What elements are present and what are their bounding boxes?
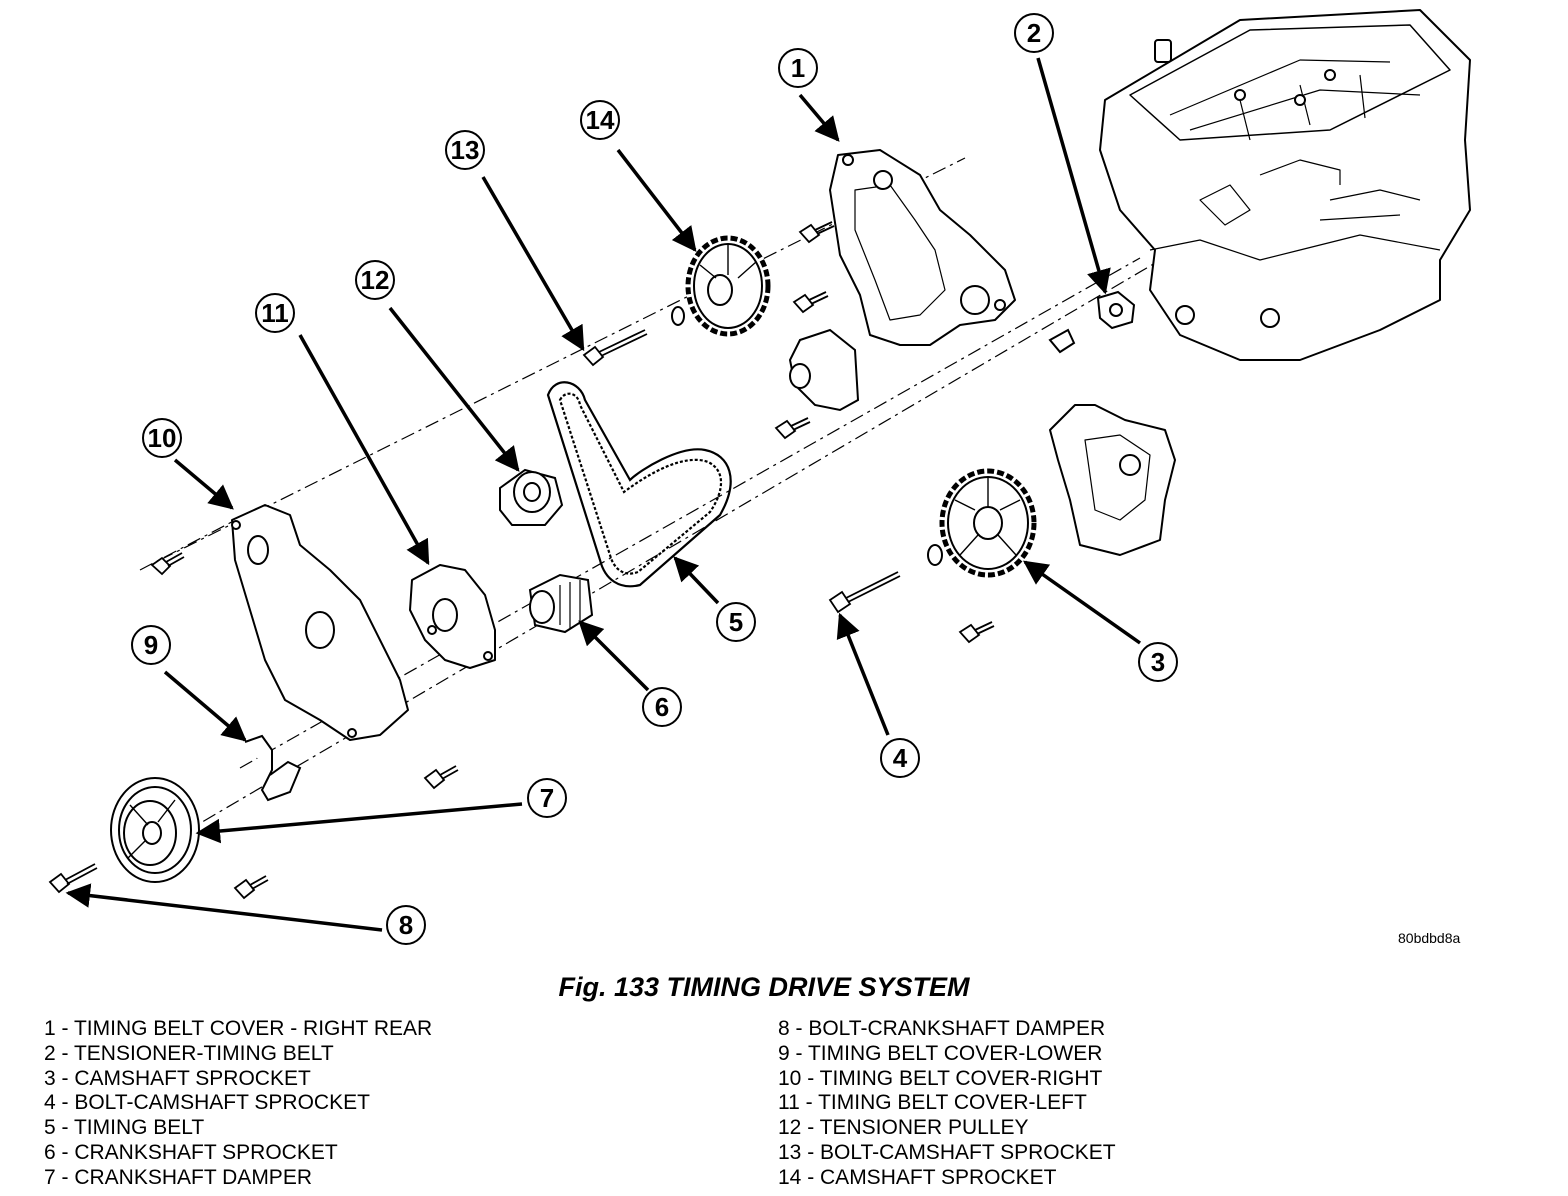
callout-12: 12 [355,260,395,300]
callout-3: 3 [1138,642,1178,682]
callout-5-label: 5 [729,607,743,637]
bolt-crankshaft-damper [48,863,98,894]
bolt-damper-cover [233,875,269,900]
callout-10-label: 10 [148,423,177,453]
timing-belt-cover-lower [244,734,302,802]
tensioner-pulley [499,468,564,526]
legend-right-column: 8 - BOLT-CRANKSHAFT DAMPER 9 - TIMING BE… [778,1017,1116,1191]
crankshaft-damper [110,777,200,883]
callout-9-label: 9 [144,630,158,660]
legend-item: 9 - TIMING BELT COVER-LOWER [778,1041,1103,1065]
callout-4-label: 4 [893,743,908,773]
callout-14: 14 [580,100,620,140]
alignment-axes [139,157,1221,836]
callout-1: 1 [778,48,818,88]
callout-7: 7 [527,778,567,818]
legend-item: 6 - CRANKSHAFT SPROCKET [44,1140,338,1164]
legend-item: 2 - TENSIONER-TIMING BELT [44,1041,334,1065]
timing-belt-cover-right-rear [829,149,1016,346]
timing-drive-exploded-diagram: 1 2 3 4 5 6 7 8 [48,9,1471,945]
legend-item: 4 - BOLT-CAMSHAFT SPROCKET [44,1091,370,1115]
pump-housing [788,328,860,412]
legend-item: 1 - TIMING BELT COVER - RIGHT REAR [44,1017,433,1040]
callout-12-label: 12 [361,265,390,295]
timing-belt-tensioner [1048,290,1136,354]
bolt-cover-rear-3 [774,417,811,440]
callout-9: 9 [131,625,171,665]
callouts: 1 2 3 4 5 6 7 8 [131,13,1178,945]
legend-left-column: 1 - TIMING BELT COVER - RIGHT REAR 2 - T… [44,1017,432,1191]
timing-belt [546,381,732,588]
callout-13-label: 13 [451,135,480,165]
legend-item: 12 - TENSIONER PULLEY [778,1116,1029,1140]
figure-image-id: 80bdbd8a [1398,930,1461,946]
callout-10: 10 [142,418,182,458]
callout-1-label: 1 [791,53,805,83]
legend-item: 3 - CAMSHAFT SPROCKET [44,1066,311,1090]
bolt-bracket [958,621,995,644]
callout-8-label: 8 [399,910,413,940]
callout-14-label: 14 [586,105,615,135]
bolt-camshaft-sprocket-right [828,571,901,614]
camshaft-sprocket-right [927,468,1037,578]
callout-7-label: 7 [540,783,554,813]
camshaft-sprocket-left [671,235,771,337]
rear-cover-bracket [1049,404,1176,556]
callout-8: 8 [386,905,426,945]
callout-6: 6 [642,687,682,727]
legend-item: 8 - BOLT-CRANKSHAFT DAMPER [778,1017,1106,1040]
legend-item: 14 - CAMSHAFT SPROCKET [778,1165,1057,1189]
bolt-cover-rear-2 [792,291,829,314]
callout-3-label: 3 [1151,647,1165,677]
callout-11-label: 11 [261,298,289,328]
bolt-lower-left [423,765,459,790]
callout-2: 2 [1014,13,1054,53]
crankshaft-sprocket [528,573,594,634]
legend-item: 10 - TIMING BELT COVER-RIGHT [778,1066,1103,1090]
legend-item: 11 - TIMING BELT COVER-LEFT [778,1091,1087,1115]
callout-13: 13 [445,130,485,170]
bolts [48,221,995,900]
timing-belt-cover-left [409,564,496,669]
bolt-cover-right [150,552,185,576]
callout-5: 5 [716,602,756,642]
leader-arrows [65,57,1142,932]
callout-2-label: 2 [1027,18,1041,48]
bolt-cover-rear-1 [798,221,835,244]
callout-11: 11 [255,293,295,333]
legend-item: 7 - CRANKSHAFT DAMPER [44,1165,312,1189]
engine-block [1099,9,1471,361]
legend-item: 5 - TIMING BELT [44,1116,205,1140]
timing-belt-cover-right [231,504,409,741]
legend-item: 13 - BOLT-CAMSHAFT SPROCKET [778,1140,1116,1164]
figure-caption: Fig. 133 TIMING DRIVE SYSTEM [558,972,970,1002]
bolt-camshaft-sprocket-left [582,329,648,367]
callout-6-label: 6 [655,692,669,722]
callout-4: 4 [880,738,920,778]
